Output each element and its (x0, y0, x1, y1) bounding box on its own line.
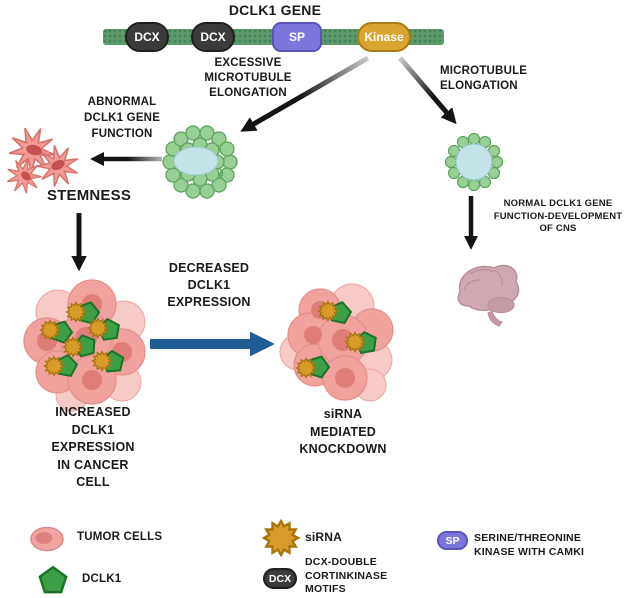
legend-dcx-motifs-label: DCX-DOUBLE CORTINKINASE MOTIFS (305, 556, 388, 595)
dcx-domain-badge: DCX (125, 22, 169, 52)
stemness-label: STEMNESS (46, 187, 132, 204)
sirna-starburst-icon (262, 519, 300, 557)
kinase-domain-badge: Kinase (357, 22, 411, 52)
tumor-cluster-knockdown (279, 283, 394, 402)
tumor-cluster-increased (23, 279, 146, 412)
legend-dclk1-label: DCLK1 (82, 573, 122, 585)
sp-domain-badge: SP (272, 22, 322, 52)
legend-sp-badge: SP (437, 531, 468, 550)
brain-icon (457, 264, 520, 327)
decreased-expression-label: DECREASED DCLK1 EXPRESSION (167, 261, 251, 309)
arrow-kinase-to-abnormal-cluster (240, 55, 370, 132)
sirna-knockdown-label: siRNA MEDIATED KNOCKDOWN (299, 407, 387, 456)
arrow-kinase-to-normal-ring (398, 56, 457, 125)
excessive-elongation-label: EXCESSIVE MICROTUBULE ELONGATION (204, 57, 292, 99)
microtubule-elongation-label: MICROTUBULE ELONGATION (440, 65, 528, 92)
legend-sirna-label: siRNA (305, 530, 343, 544)
legend-dcx-badge: DCX (263, 568, 297, 589)
stem-like-cells-icon (0, 122, 86, 202)
microtubule-ring-cell-icon (444, 132, 504, 192)
dclk1-pentagon-icon (38, 566, 68, 594)
tumor-cell-oval-icon (30, 526, 64, 552)
normal-function-label: NORMAL DCLK1 GENE FUNCTION-DEVELOPMENT O… (493, 198, 623, 234)
legend-sp-kinase-label: SERINE/THREONINE KINASE WITH CAMKI (474, 532, 585, 558)
microtubule-cell-cluster-icon (162, 125, 238, 199)
dcx-domain-badge: DCX (191, 22, 235, 52)
figure-title: DCLK1 GENE (228, 2, 322, 18)
legend-tumor-cells-label: TUMOR CELLS (77, 531, 163, 543)
increased-expression-label: INCREASED DCLK1 EXPRESSION IN CANCER CEL… (51, 405, 135, 489)
abnormal-function-label: ABNORMAL DCLK1 GENE FUNCTION (83, 96, 161, 140)
